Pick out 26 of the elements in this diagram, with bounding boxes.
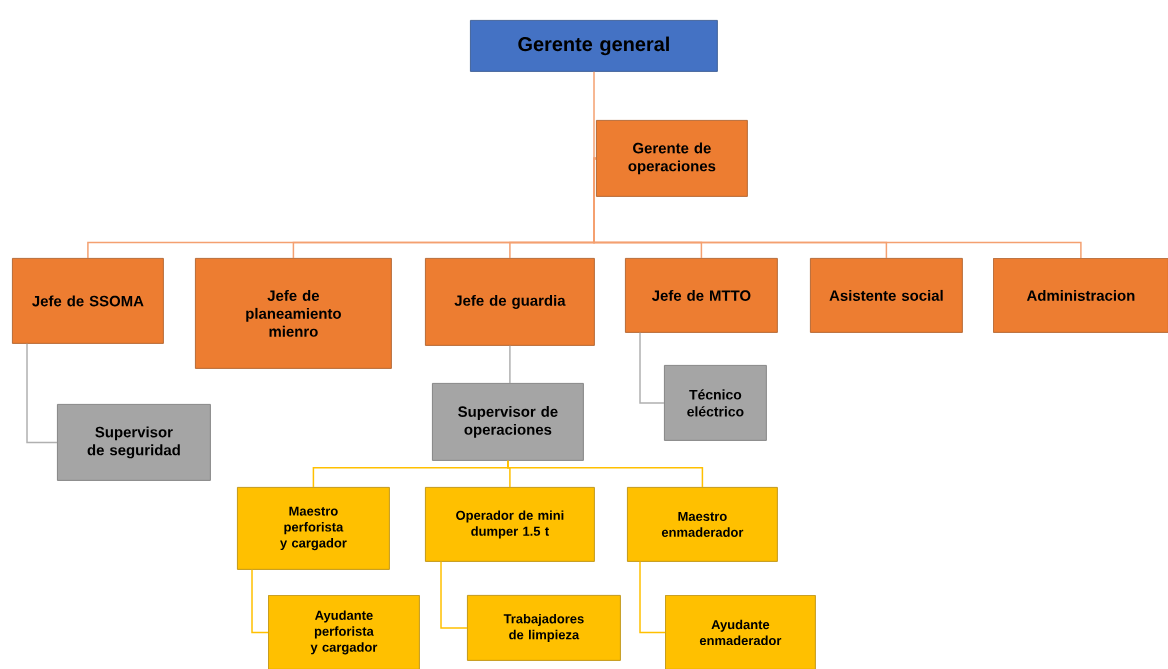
org-box: Jefe de planeamiento mienro xyxy=(195,258,392,369)
connector-line xyxy=(251,569,269,634)
org-box: Operador de mini dumper 1.5 t xyxy=(425,487,595,562)
org-box: Jefe de MTTO xyxy=(625,258,778,333)
org-box: Asistente social xyxy=(810,258,963,333)
connector-line xyxy=(440,561,468,629)
connector-line xyxy=(593,157,1082,259)
org-box: Jefe de guardia xyxy=(425,258,595,346)
org-box: Gerente general xyxy=(470,20,718,72)
connector-line xyxy=(507,460,704,488)
connector-line xyxy=(593,71,597,160)
org-box: Supervisor de operaciones xyxy=(432,383,584,461)
connector-line xyxy=(639,332,665,404)
org-box: Supervisor de seguridad xyxy=(57,404,211,481)
connector-line xyxy=(26,343,58,444)
org-box: Gerente de operaciones xyxy=(596,120,748,197)
org-box: Ayudante enmaderador xyxy=(665,595,816,669)
org-box: Maestro enmaderador xyxy=(627,487,778,562)
connector-line xyxy=(639,561,666,634)
org-box: Ayudante perforista y cargador xyxy=(268,595,420,669)
org-box: Técnico eléctrico xyxy=(664,365,767,441)
org-box: Trabajadores de limpieza xyxy=(467,595,621,661)
org-box: Administracion xyxy=(993,258,1168,333)
connector-line xyxy=(509,345,511,384)
org-box: Maestro perforista y cargador xyxy=(237,487,390,570)
org-box: Jefe de SSOMA xyxy=(12,258,164,344)
